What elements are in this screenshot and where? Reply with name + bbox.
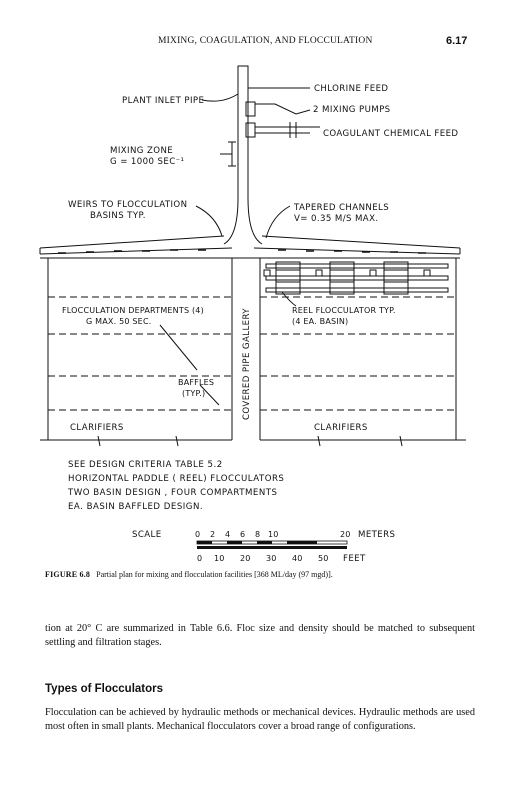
running-head: MIXING, COAGULATION, AND FLOCCULATION 6.…	[0, 35, 517, 50]
scale-meters-tick: 6	[240, 530, 245, 539]
scale-meters-tick: 8	[255, 530, 260, 539]
label-baffles-line1: BAFFLES	[178, 378, 214, 387]
note-line: SEE DESIGN CRITERIA TABLE 5.2	[68, 460, 223, 470]
scale-feet-tick: 0	[197, 554, 202, 563]
label-weirs-line1: WEIRS TO FLOCCULATION	[68, 200, 187, 210]
note-line: EA. BASIN BAFFLED DESIGN.	[68, 502, 203, 512]
label-gallery: COVERED PIPE GALLERY	[242, 308, 252, 420]
running-title: MIXING, COAGULATION, AND FLOCCULATION	[158, 36, 373, 46]
label-tapered-line1: TAPERED CHANNELS	[293, 203, 389, 213]
label-plant-inlet-pipe: PLANT INLET PIPE	[122, 96, 204, 106]
scale-feet-tick: 10	[214, 554, 225, 563]
label-mixing-zone: MIXING ZONE	[110, 146, 173, 156]
body-paragraph-2: Flocculation can be achieved by hydrauli…	[45, 707, 475, 732]
scale-meters-tick: 4	[225, 530, 230, 539]
weir-marks	[58, 249, 426, 254]
body-paragraph-1: tion at 20° C are summarized in Table 6.…	[45, 623, 475, 648]
scale-meters-unit: METERS	[358, 530, 395, 540]
scale-bar: SCALE 0 2 4 6 8 10 20 METERS 0 10 20 30 …	[132, 530, 395, 564]
scale-feet-unit: FEET	[343, 554, 366, 564]
scale-label: SCALE	[132, 530, 162, 540]
figure-caption: FIGURE 6.8 Partial plan for mixing and f…	[45, 570, 485, 579]
tapered-channel	[39, 235, 461, 255]
label-clarifiers-left: CLARIFIERS	[70, 423, 124, 433]
figure-caption-text: Partial plan for mixing and flocculation…	[96, 570, 333, 579]
note-line: TWO BASIN DESIGN , FOUR COMPARTMENTS	[67, 488, 277, 498]
label-clarifiers-right: CLARIFIERS	[314, 423, 368, 433]
scale-feet-tick: 40	[292, 554, 303, 563]
scale-feet-tick: 20	[240, 554, 251, 563]
scale-meters-tick: 2	[210, 530, 215, 539]
note-line: HORIZONTAL PADDLE ( REEL) FLOCCULATORS	[68, 474, 284, 484]
label-tapered-line2: V= 0.35 M/S MAX.	[294, 214, 379, 224]
mixing-pump-box	[245, 101, 256, 117]
section-heading: Types of Flocculators	[45, 683, 164, 695]
reel-flocculators	[263, 261, 449, 295]
label-mixing-zone-g: G = 1000 SEC⁻¹	[110, 157, 184, 167]
scale-feet-tick: 50	[318, 554, 329, 563]
mixing-pump-box	[245, 122, 256, 138]
figure-label: FIGURE 6.8	[45, 570, 91, 579]
label-chlorine-feed: CHLORINE FEED	[314, 84, 388, 94]
scale-meters-tick: 10	[268, 530, 279, 539]
label-mixing-pumps: 2 MIXING PUMPS	[313, 105, 391, 115]
page-number: 6.17	[446, 35, 468, 47]
label-flocc-dept-line2: G MAX. 50 SEC.	[86, 317, 151, 326]
scale-meters-tick: 0	[195, 530, 200, 539]
scale-meters-tick: 20	[340, 530, 351, 539]
label-coagulant-feed: COAGULANT CHEMICAL FEED	[323, 129, 458, 139]
label-weirs-line2: BASINS TYP.	[90, 211, 146, 221]
label-reel-line2: (4 EA. BASIN)	[292, 317, 348, 326]
figure-plan-diagram: CHLORINE FEED PLANT INLET PIPE 2 MIXING …	[39, 65, 466, 564]
scale-feet-tick: 30	[266, 554, 277, 563]
label-baffles-line2: (TYP.)	[182, 389, 205, 398]
label-flocc-dept-line1: FLOCCULATION DEPARTMENTS (4)	[62, 306, 204, 315]
coagulant-feed-line	[255, 122, 320, 138]
inlet-pipe	[223, 72, 263, 245]
label-reel-line1: REEL FLOCCULATOR TYP.	[292, 306, 396, 315]
